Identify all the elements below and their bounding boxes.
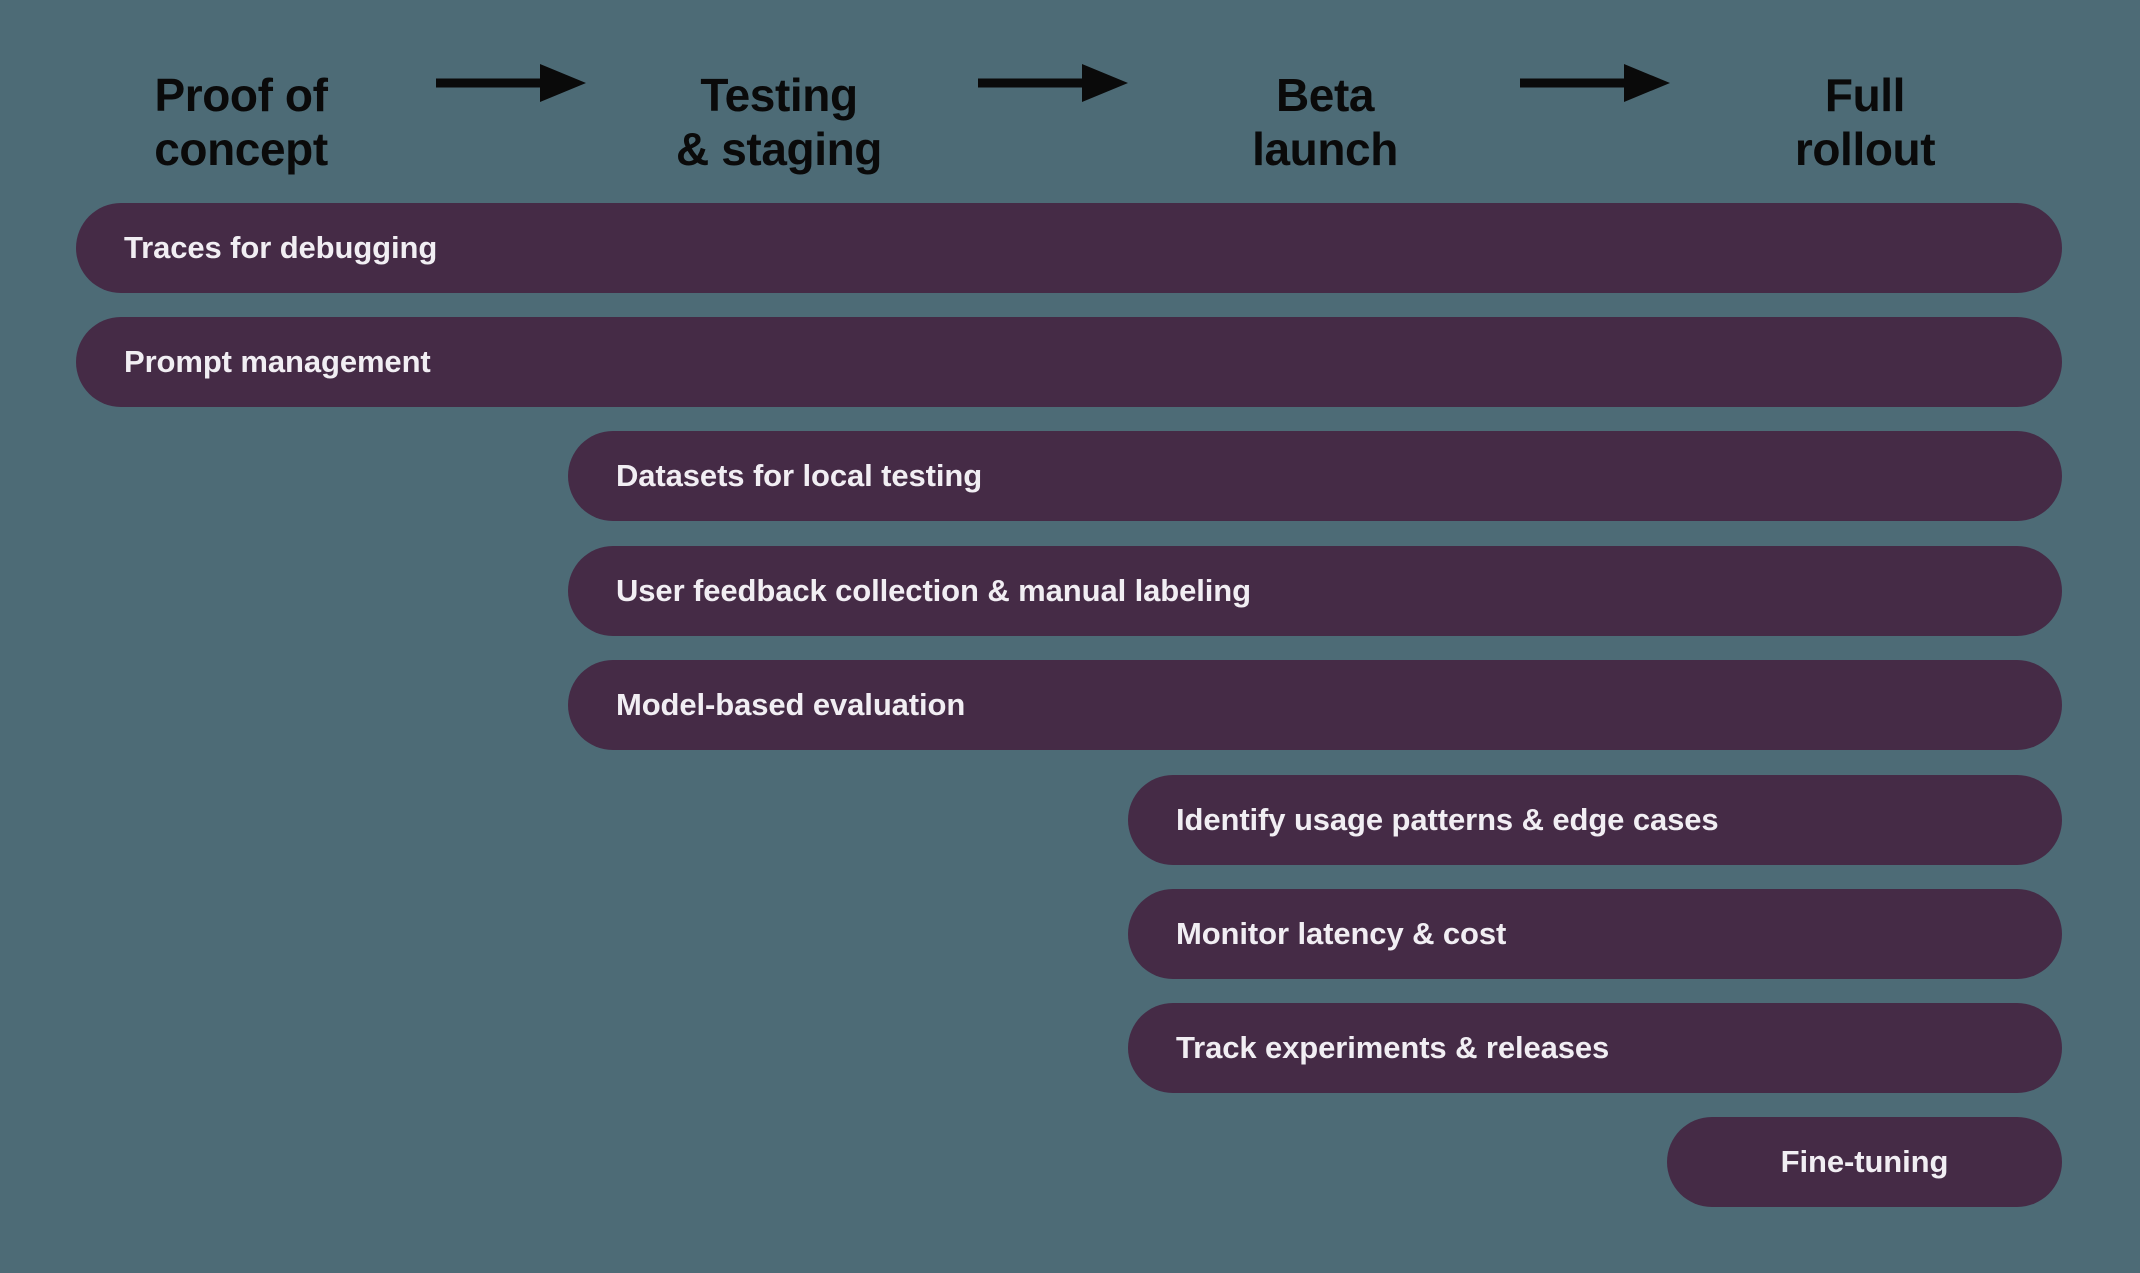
stage-header-row: Proof of concept Testing & staging Beta … xyxy=(0,0,2140,175)
capability-bar-label: Identify usage patterns & edge cases xyxy=(1176,802,1719,837)
stage-label-line1: Proof of xyxy=(154,69,328,122)
stage-label-line2: launch xyxy=(1252,122,1398,175)
capability-bar[interactable]: Fine-tuning xyxy=(1667,1117,2062,1207)
arrow-beta-to-rollout-icon xyxy=(1520,62,1670,104)
arrow-poc-to-testing-icon xyxy=(436,62,586,104)
stage-label-beta-launch: Beta launch xyxy=(1160,16,1490,229)
stage-label-line1: Testing xyxy=(700,69,858,122)
capability-bar-label: Fine-tuning xyxy=(1780,1144,1949,1179)
capability-bar[interactable]: Identify usage patterns & edge cases xyxy=(1128,775,2062,865)
capability-bar-label: Track experiments & releases xyxy=(1176,1030,1610,1065)
capability-bar-label: Datasets for local testing xyxy=(616,458,983,493)
capability-bar[interactable]: Datasets for local testing xyxy=(568,431,2062,521)
capability-bar-label: Monitor latency & cost xyxy=(1176,916,1507,951)
stage-label-line2: & staging xyxy=(676,122,882,175)
capability-bar-label: Prompt management xyxy=(124,344,431,379)
stage-label-line2: concept xyxy=(154,122,328,175)
arrow-testing-to-beta-icon xyxy=(978,62,1128,104)
capability-bar-label: Model-based evaluation xyxy=(616,687,966,722)
stage-label-line1: Beta xyxy=(1275,69,1375,122)
stage-label-line2: rollout xyxy=(1794,122,1936,175)
capability-bar[interactable]: Track experiments & releases xyxy=(1128,1003,2062,1093)
stage-label-full-rollout: Full rollout xyxy=(1700,16,2030,229)
stage-label-testing-and-staging: Testing & staging xyxy=(614,16,944,229)
capability-bar-label: Traces for debugging xyxy=(124,230,438,265)
capability-bar[interactable]: Prompt management xyxy=(76,317,2062,407)
capability-bar[interactable]: Model-based evaluation xyxy=(568,660,2062,750)
capability-bar[interactable]: User feedback collection & manual labeli… xyxy=(568,546,2062,636)
capability-bar[interactable]: Traces for debugging xyxy=(76,203,2062,293)
capability-bar[interactable]: Monitor latency & cost xyxy=(1128,889,2062,979)
capability-bar-label: User feedback collection & manual labeli… xyxy=(616,573,1251,608)
stage-label-proof-of-concept: Proof of concept xyxy=(76,16,406,229)
stage-label-line1: Full xyxy=(1824,69,1906,122)
